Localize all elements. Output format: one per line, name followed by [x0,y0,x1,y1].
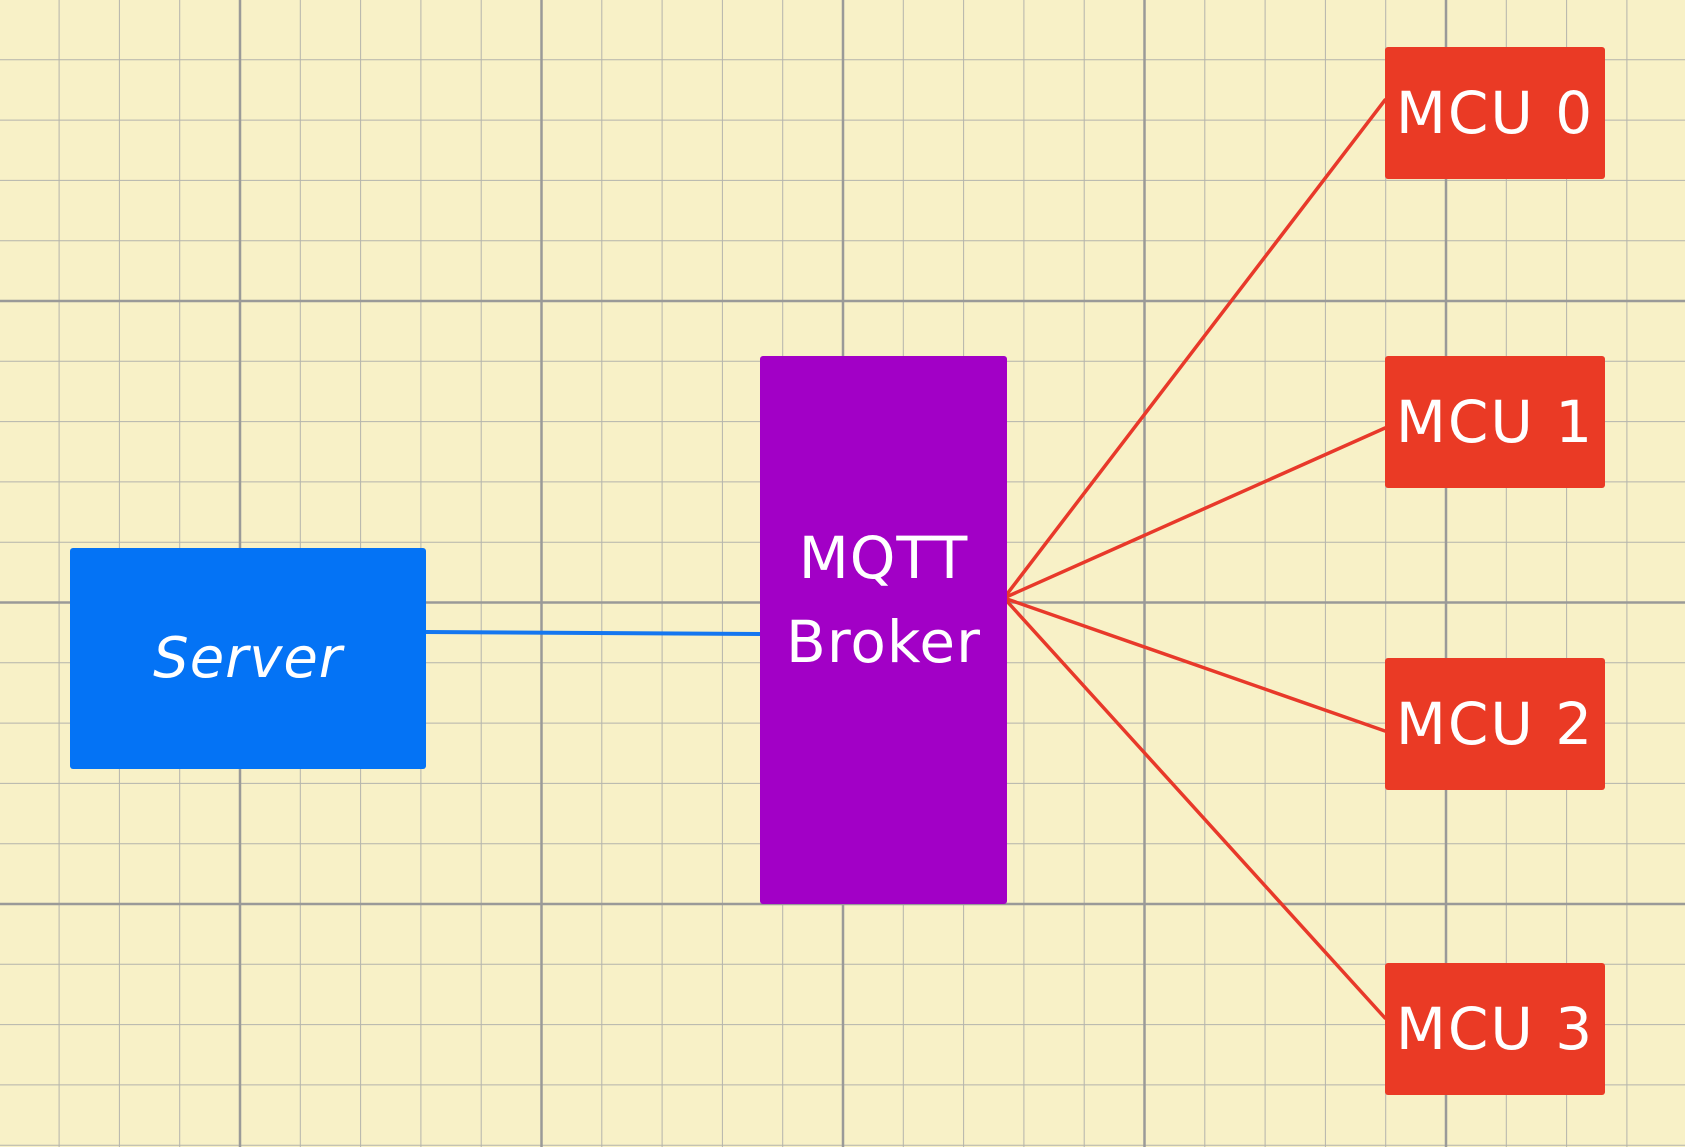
mcu-3-label: MCU 3 [1395,995,1595,1063]
mcu-3-node[interactable]: MCU 3 [1385,963,1605,1095]
mcu-2-label: MCU 2 [1395,690,1595,758]
mcu-0-node[interactable]: MCU 0 [1385,47,1605,179]
mcu-1-node[interactable]: MCU 1 [1385,356,1605,488]
server-label: Server [153,626,343,691]
mcu-1-label: MCU 1 [1395,388,1595,456]
mqtt-broker-node[interactable]: MQTT Broker [760,356,1007,904]
mcu-0-label: MCU 0 [1395,79,1595,147]
mcu-2-node[interactable]: MCU 2 [1385,658,1605,790]
mqtt-broker-label: MQTT Broker [786,524,981,677]
server-node[interactable]: Server [70,548,426,769]
